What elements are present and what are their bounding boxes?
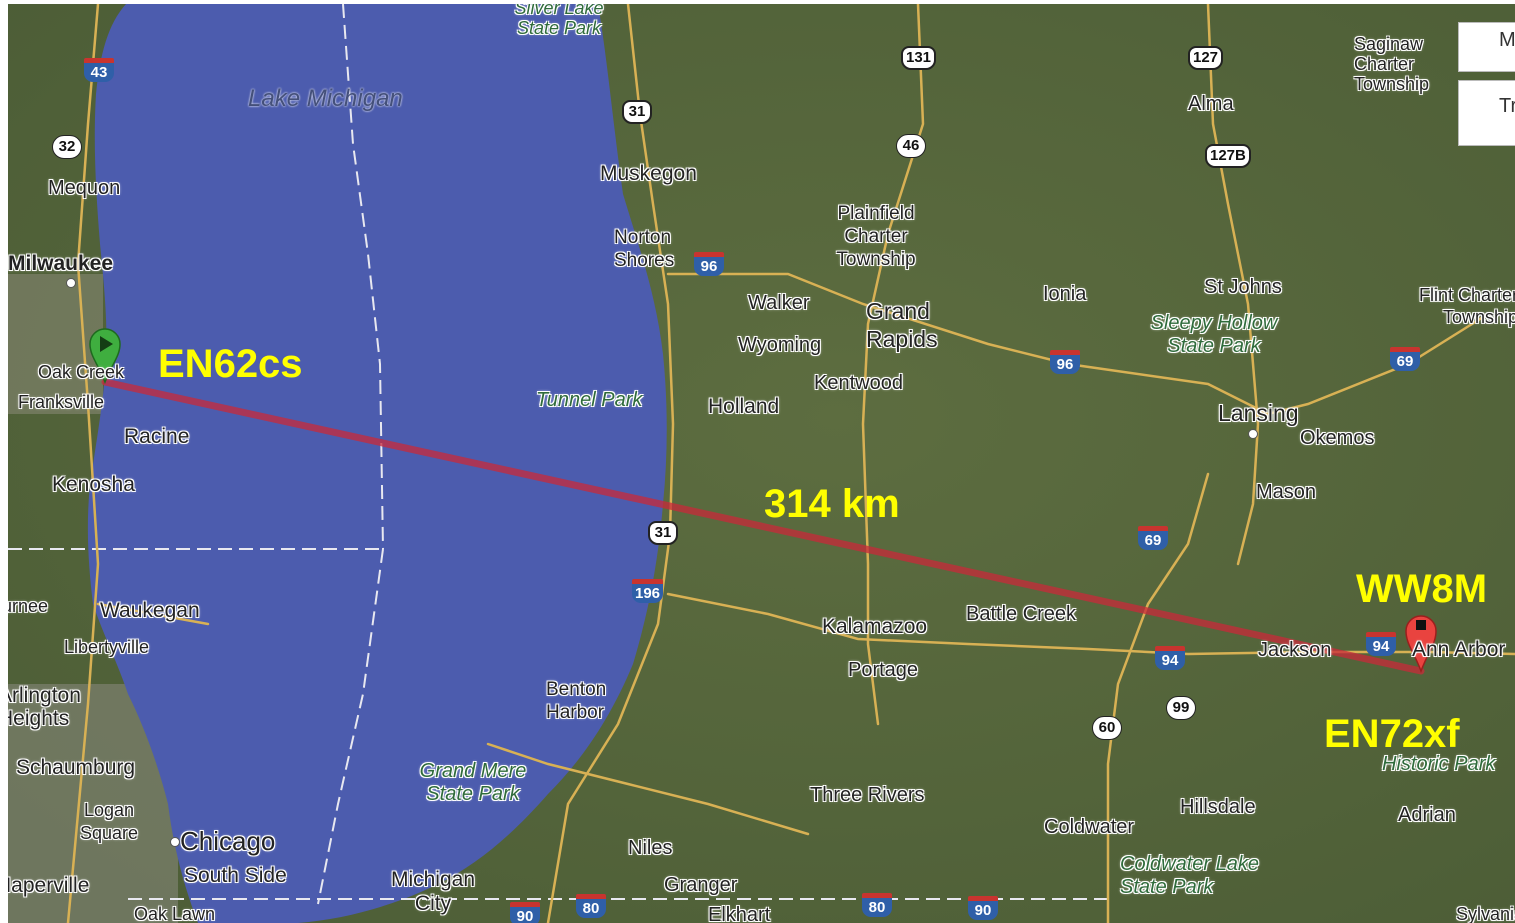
city-label-mequon: Mequon [48,177,121,199]
park-label-sleepy-hollow: Sleepy Hollow State Park [1150,312,1278,357]
highway-shield-i96a: 96 [694,252,724,276]
city-dot-lansing [1248,429,1258,439]
city-label-alma: Alma [1188,93,1234,115]
highway-shield-i69b: 69 [1138,526,1168,550]
lake-label: Lake Michigan [248,85,403,112]
distance-label: 314 km [764,482,900,526]
city-label-holland: Holland [708,395,780,418]
city-label-naperville: Naperville [8,874,90,897]
city-label-kenosha: Kenosha [52,473,135,496]
highway-shield-m99: 99 [1166,696,1196,720]
city-label-plainfield: Plainfield Charter Township [836,203,916,270]
city-label-norton-shores: Norton Shores [614,227,675,271]
city-label-grand-rapids: Grand Rapids [866,298,938,352]
city-dot-chicago [170,837,180,847]
city-label-michigan-city: Michigan City [390,868,476,915]
traffic-button-label: Tr [1499,95,1515,117]
city-dot-milwaukee [66,278,76,288]
highway-shield-i80a: 80 [576,894,606,918]
highway-shield-us31b: 31 [648,521,678,545]
city-label-flint: Flint Charter Township [1418,285,1515,327]
highway-shield-i196: 196 [632,579,664,603]
city-label-waukegan: Waukegan [100,599,200,622]
green-start-marker-icon[interactable] [89,328,121,385]
highway-shield-us127b: 127B [1205,144,1251,168]
highway-shield-m46: 46 [896,134,926,158]
highway-shield-i94b: 94 [1366,632,1396,656]
city-label-ionia: Ionia [1043,283,1087,305]
traffic-button[interactable]: Tr [1458,80,1515,146]
highway-shield-i90a: 90 [510,902,540,923]
city-label-kentwood: Kentwood [814,372,903,394]
city-label-ann-arbor: Ann Arbor [1412,638,1506,661]
city-label-battle-creek: Battle Creek [966,603,1077,625]
park-label-coldwater-lake: Coldwater Lake State Park [1120,853,1259,898]
highway-shield-m60: 60 [1092,716,1122,740]
city-label-racine: Racine [124,425,190,448]
city-label-benton-harbor: Benton Harbor [546,679,607,723]
highway-shield-i43: 43 [84,58,114,82]
city-label-arlington: Arlington Heights [8,684,81,730]
city-label-adrian: Adrian [1398,804,1456,826]
city-label-three-rivers: Three Rivers [810,784,925,806]
city-label-oak-lawn: Oak Lawn [134,904,216,923]
map-type-button-label: M [1499,29,1515,51]
city-label-oak-creek: Oak Creek [38,362,125,382]
city-label-franksville: Franksville [18,392,105,412]
highway-shield-i94a: 94 [1155,646,1185,670]
end-grid-label: EN72xf [1324,712,1460,756]
highway-shield-us127: 127 [1188,46,1224,70]
city-label-jackson: Jackson [1258,639,1332,661]
park-label-tunnel-park: Tunnel Park [536,389,643,411]
city-label-elkhart: Elkhart [708,904,771,923]
highway-shield-i90b: 90 [968,896,998,920]
highway-shield-us31a: 31 [622,100,652,124]
map-base [8,4,1515,923]
city-label-niles: Niles [628,837,673,859]
city-label-saginaw: Saginaw Charter Township [1354,34,1430,94]
red-end-marker-icon[interactable] [1405,615,1437,674]
city-label-gurnee: Gurnee [8,596,49,616]
city-label-walker: Walker [748,292,810,314]
map-type-button[interactable]: M [1458,22,1515,72]
highway-shield-wi32: 32 [52,135,82,159]
park-label-historic-park: Historic Park [1382,753,1496,775]
city-label-wyoming: Wyoming [738,334,822,356]
park-label-grand-mere: Grand Mere State Park [419,760,527,805]
lake-michigan-water [87,4,667,923]
city-label-schaumburg: Schaumburg [16,756,136,779]
park-label-silver-lake: Silver Lake State Park [514,4,604,38]
city-label-libertyville: Libertyville [64,637,150,657]
city-label-south-side: South Side [184,864,287,887]
city-label-logan-square: Logan Square [79,800,139,843]
city-label-chicago: Chicago [180,826,276,856]
city-label-milwaukee: Milwaukee [8,252,114,275]
highway-shield-i69a: 69 [1390,347,1420,371]
map-canvas[interactable]: Lake Michigan Mequon Milwaukee Oak Creek… [8,4,1515,923]
start-grid-label: EN62cs [158,342,303,386]
propagation-path-line [101,378,1425,675]
city-label-okemos: Okemos [1300,427,1375,449]
city-label-granger: Granger [664,874,738,896]
highway-shield-us131: 131 [901,46,937,70]
city-label-muskegon: Muskegon [600,162,697,185]
highway-shield-i96b: 96 [1050,350,1080,374]
city-label-lansing: Lansing [1218,400,1299,426]
end-call-label: WW8M [1356,567,1488,611]
state-boundaries [8,4,1108,905]
city-label-st-johns: St Johns [1204,276,1282,298]
city-label-kalamazoo: Kalamazoo [822,615,928,638]
city-label-mason: Mason [1256,481,1317,503]
city-label-hillsdale: Hillsdale [1180,796,1256,818]
city-label-coldwater: Coldwater [1044,816,1135,838]
city-label-portage: Portage [848,659,919,681]
highway-shield-i80b: 80 [862,893,892,917]
city-label-sylvania: Sylvania [1456,904,1515,923]
